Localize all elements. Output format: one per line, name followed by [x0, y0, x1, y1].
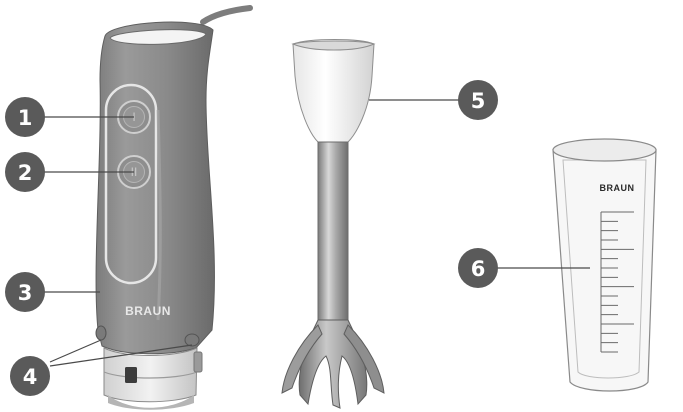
callout-3: 3: [5, 272, 45, 312]
callout-4-label: 4: [23, 365, 38, 389]
callout-5-label: 5: [471, 89, 486, 113]
leader-line-4a: [50, 340, 101, 362]
callout-3-label: 3: [18, 281, 33, 305]
callout-1-label: 1: [18, 106, 33, 130]
power-cord: [203, 8, 250, 22]
blade-guard: [299, 320, 367, 408]
callout-2: 2: [5, 152, 45, 192]
callout-4: 4: [10, 356, 50, 396]
coupling-latch-right: [194, 352, 202, 372]
measuring-beaker: BRAUN: [553, 139, 656, 391]
blender-shaft: [282, 40, 384, 409]
callout-6-label: 6: [471, 257, 486, 281]
shaft-collar: [293, 40, 374, 143]
callout-5: 5: [458, 80, 498, 120]
beaker-brand-logo: BRAUN: [600, 183, 635, 193]
motor-body: I II BRAUN: [96, 8, 250, 410]
callout-6: 6: [458, 248, 498, 288]
shaft-tube: [318, 142, 348, 320]
beaker-rim: [553, 139, 656, 161]
coupling-latch: [125, 367, 137, 383]
callout-2-label: 2: [18, 161, 33, 185]
callout-1: 1: [5, 97, 45, 137]
motor-body-brand-logo: BRAUN: [125, 304, 171, 318]
